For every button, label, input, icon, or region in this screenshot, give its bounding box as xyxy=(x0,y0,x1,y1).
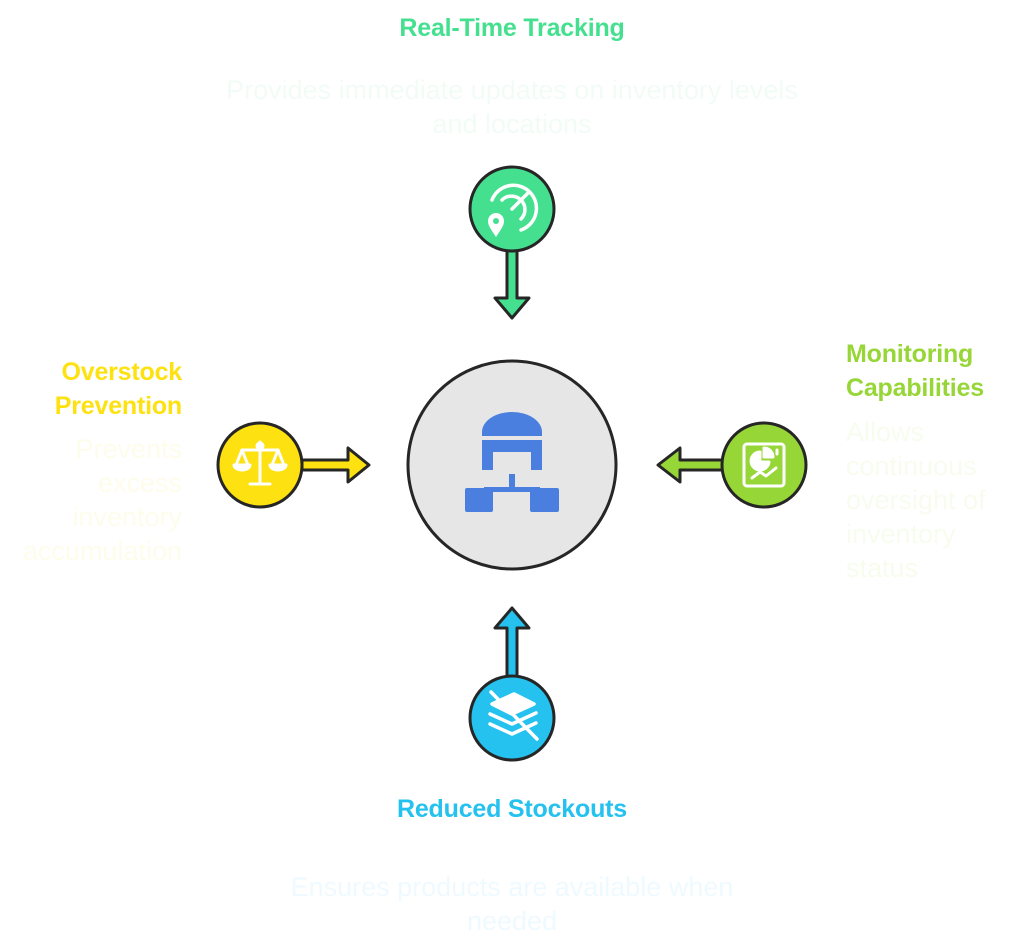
radar-location-icon xyxy=(488,183,539,237)
arrow-down xyxy=(493,247,531,320)
node-title-monitoring-capabilities: Monitoring Capabilities xyxy=(846,340,984,402)
node-reduced-stockouts xyxy=(468,606,556,762)
no-stock-icon xyxy=(488,690,539,741)
node-description-monitoring-capabilities: Allows continuous oversight of inventory… xyxy=(846,417,986,583)
hierarchy-network-icon xyxy=(465,412,559,512)
center-hub xyxy=(406,359,618,571)
node-real-time-tracking xyxy=(468,165,556,320)
node-description-overstock-prevention: Prevents excess inventory accumulation xyxy=(22,434,182,566)
node-title-overstock-prevention: Overstock Prevention xyxy=(54,358,182,420)
node-title-real-time-tracking: Real-Time Tracking xyxy=(399,14,625,42)
node-title-reduced-stockouts: Reduced Stockouts xyxy=(397,795,627,823)
arrow-left xyxy=(656,446,725,484)
dashboard-chart-icon xyxy=(742,442,786,488)
node-description-reduced-stockouts: Ensures products are available when need… xyxy=(290,872,734,936)
node-overstock-prevention xyxy=(216,421,371,509)
arrow-right xyxy=(300,446,371,484)
node-description-real-time-tracking: Provides immediate updates on inventory … xyxy=(226,75,798,139)
node-monitoring-capabilities xyxy=(656,421,808,509)
balance-scale-icon xyxy=(232,440,288,486)
arrow-up xyxy=(493,606,531,680)
